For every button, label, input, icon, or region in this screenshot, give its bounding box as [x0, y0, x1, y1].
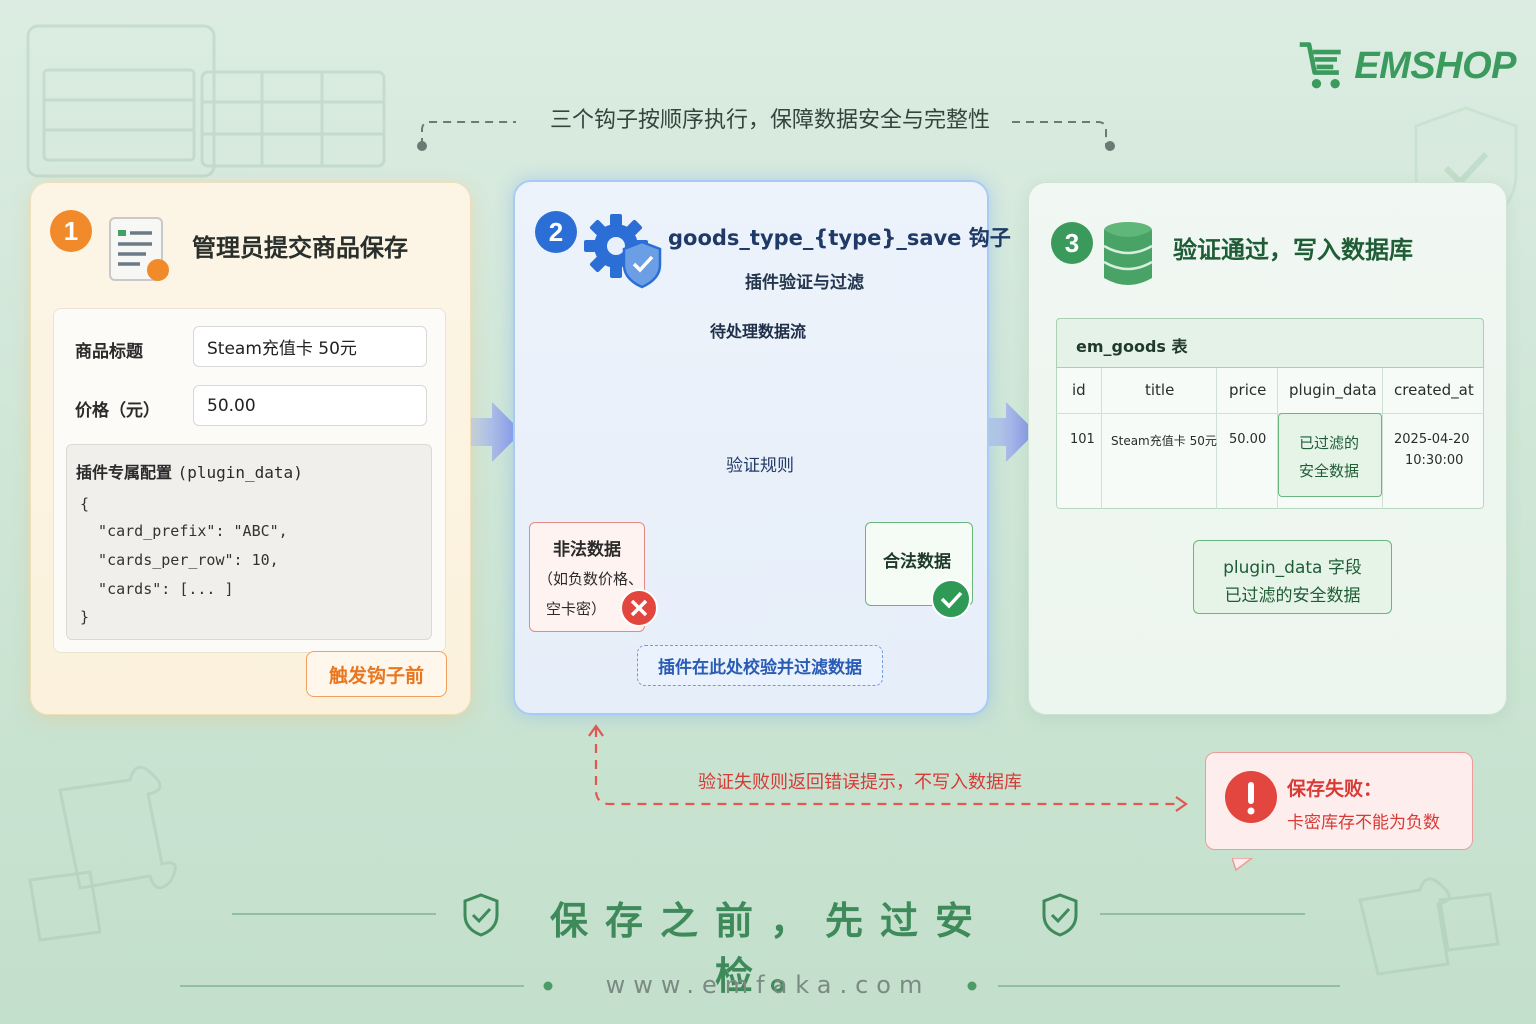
plugin-config-label: 插件专属配置 [76, 463, 173, 482]
header-row-divider [1056, 413, 1484, 414]
table-header [1056, 318, 1484, 368]
brand-logo: EMSHOP [1296, 36, 1516, 96]
plugin-data-field-note [1193, 540, 1392, 614]
col-header-title: title [1145, 381, 1175, 399]
error-title: 保存失败： [1287, 778, 1383, 800]
shield-check-icon-right [1042, 893, 1078, 937]
top-note: 三个钩子按顺序执行，保障数据安全与完整性 [420, 104, 1120, 154]
price-field-input[interactable]: 50.00 [193, 385, 427, 426]
col-header-price: price [1229, 381, 1267, 399]
col-divider [1277, 368, 1278, 509]
trigger-hook-button[interactable]: 触发钩子前 [306, 651, 447, 697]
cell-price: 50.00 [1229, 432, 1267, 447]
illegal-data-line2: 空卡密） [546, 600, 607, 618]
shopping-cart-icon [1299, 42, 1341, 89]
illegal-data-title: 非法数据 [553, 540, 621, 560]
col-divider [1216, 368, 1217, 509]
puzzle-icon-right [1358, 877, 1500, 976]
cell-title: Steam充值卡 50元 [1111, 434, 1217, 448]
field-note-line2: 已过滤的安全数据 [1224, 586, 1361, 606]
funnel-label: 验证规则 [726, 456, 794, 476]
plugin-config-box [66, 444, 432, 640]
cell-id: 101 [1070, 432, 1095, 447]
shield-check-icon [463, 893, 499, 937]
illegal-data-line1: （如负数价格、 [538, 570, 644, 588]
price-field-label: 价格（元） [75, 401, 160, 421]
col-header-id: id [1072, 381, 1086, 399]
step1-badge: 1 [50, 210, 92, 252]
code-line: "card_prefix": "ABC", [80, 522, 288, 540]
cell-plugin-data-line2: 安全数据 [1299, 462, 1360, 480]
cell-plugin-data-line1: 已过滤的 [1299, 434, 1360, 452]
step1-title: 管理员提交商品保存 [192, 234, 408, 262]
step3-badge: 3 [1051, 222, 1093, 264]
gear-shield-icon [584, 214, 662, 289]
brand-name: EMSHOP [1354, 44, 1516, 87]
code-line: "cards": [... ] [80, 580, 234, 598]
step2-title: goods_type_{type}_save 钩子 [668, 226, 1011, 250]
title-field-input[interactable]: Steam充值卡 50元 [193, 326, 427, 367]
cell-created-time: 10:30:00 [1405, 453, 1464, 468]
field-note-line1: plugin_data 字段 [1223, 558, 1362, 578]
slogan: 保存之前，先过安检。 [549, 899, 990, 998]
step3-title: 验证通过，写入数据库 [1173, 236, 1413, 264]
website-url[interactable]: www.emfaka.com [605, 971, 931, 999]
code-line: { [80, 495, 90, 513]
warning-exclamation-icon [1225, 771, 1277, 823]
plugin-config-key: (plugin_data) [177, 463, 303, 482]
col-header-created-at: created_at [1394, 381, 1474, 399]
plugin-note: 插件在此处校验并过滤数据 [637, 645, 883, 686]
error-x-icon [620, 589, 658, 627]
title-field-label: 商品标题 [75, 342, 143, 362]
col-divider [1382, 368, 1383, 509]
step2-badge: 2 [535, 211, 577, 253]
puzzle-icon [28, 765, 177, 942]
error-return-note: 验证失败则返回错误提示，不写入数据库 [698, 772, 1022, 793]
data-flow-label: 待处理数据流 [710, 322, 807, 341]
step2-subtitle: 插件验证与过滤 [745, 273, 864, 293]
plugin-config-title: 插件专属配置 (plugin_data) [76, 459, 303, 483]
col-header-plugin-data: plugin_data [1289, 381, 1377, 399]
database-icon [1103, 222, 1153, 285]
col-divider [1101, 368, 1102, 509]
cell-plugin-data [1278, 413, 1382, 497]
legal-data-title: 合法数据 [883, 552, 951, 572]
top-note-text: 三个钩子按顺序执行，保障数据安全与完整性 [549, 108, 990, 133]
ui-sketch-icon [26, 24, 386, 178]
table-name: em_goods 表 [1076, 337, 1188, 356]
document-form-icon [109, 217, 169, 281]
cell-created-date: 2025-04-20 [1394, 432, 1470, 447]
code-line: "cards_per_row": 10, [80, 551, 279, 569]
error-message: 卡密库存不能为负数 [1287, 813, 1440, 833]
speech-tail-icon [1232, 858, 1254, 872]
code-line: } [80, 608, 90, 626]
check-icon [931, 579, 971, 619]
